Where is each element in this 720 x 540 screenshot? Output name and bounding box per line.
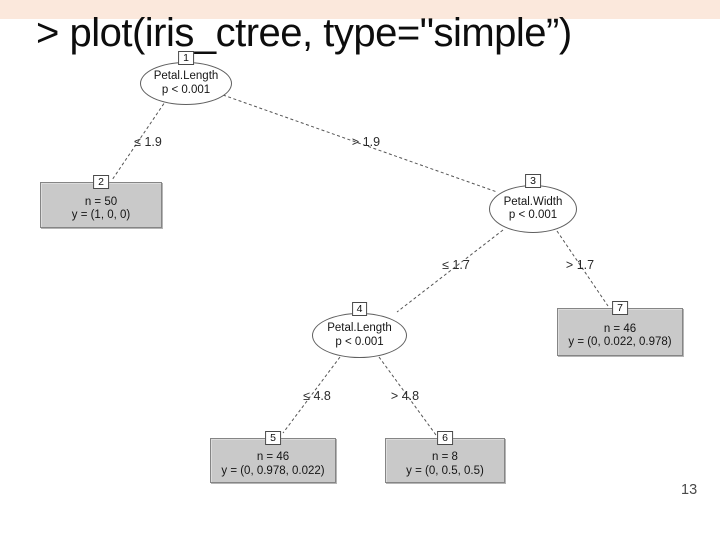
- node-2-badge: 2: [93, 175, 109, 189]
- tree-node-3-petal-width: 3 Petal.Width p < 0.001: [489, 174, 577, 233]
- node-1-pvalue: p < 0.001: [161, 83, 211, 96]
- node-3-pvalue: p < 0.001: [508, 209, 558, 221]
- node-6-badge: 6: [437, 431, 453, 445]
- node-6-n: n = 8: [432, 451, 458, 463]
- tree-node-1-petal-length: 1 Petal.Length p < 0.001: [140, 51, 232, 105]
- node-7-n: n = 46: [603, 322, 637, 335]
- edge-label-le-1-9: ≤ 1.9: [134, 135, 162, 149]
- tree-node-4-petal-length: 4 Petal.Length p < 0.001: [312, 302, 407, 358]
- tree-node-7-leaf: 7 n = 46 y = (0, 0.022, 0.978): [557, 301, 683, 356]
- node-6-y: y = (0, 0.5, 0.5): [406, 464, 484, 477]
- page-number: 13: [681, 482, 698, 498]
- node-4-badge: 4: [351, 302, 368, 316]
- edge-label-le-1-7: ≤ 1.7: [442, 258, 470, 272]
- node-1-variable: Petal.Length: [153, 70, 219, 82]
- node-3-badge: 3: [525, 174, 541, 188]
- node-7-badge: 7: [612, 301, 628, 315]
- tree-node-5-leaf: 5 n = 46 y = (0, 0.978, 0.022): [210, 431, 336, 483]
- node-3-variable: Petal.Width: [503, 195, 563, 208]
- node-2-n: n = 50: [84, 195, 118, 208]
- node-5-badge: 5: [265, 431, 281, 445]
- node-2-y: y = (1, 0, 0): [71, 209, 131, 221]
- edge-label-gt-1-7: > 1.7: [565, 258, 595, 272]
- tree-node-6-leaf: 6 n = 8 y = (0, 0.5, 0.5): [385, 431, 505, 483]
- header-band: [0, 0, 720, 19]
- node-5-y: y = (0, 0.978, 0.022): [221, 464, 325, 477]
- edge-label-gt-1-9: > 1.9: [351, 135, 381, 149]
- node-4-variable: Petal.Length: [327, 322, 392, 334]
- edge-label-gt-4-8: > 4.8: [390, 389, 420, 403]
- node-4-pvalue: p < 0.001: [335, 335, 384, 348]
- slide-title: > plot(iris_ctree, type="simple”): [36, 11, 572, 55]
- node-7-y: y = (0, 0.022, 0.978): [568, 336, 672, 348]
- edge-label-le-4-8: ≤ 4.8: [303, 389, 331, 403]
- node-1-badge: 1: [178, 51, 194, 65]
- tree-node-2-leaf: 2 n = 50 y = (1, 0, 0): [40, 175, 162, 228]
- node-5-n: n = 46: [256, 451, 290, 463]
